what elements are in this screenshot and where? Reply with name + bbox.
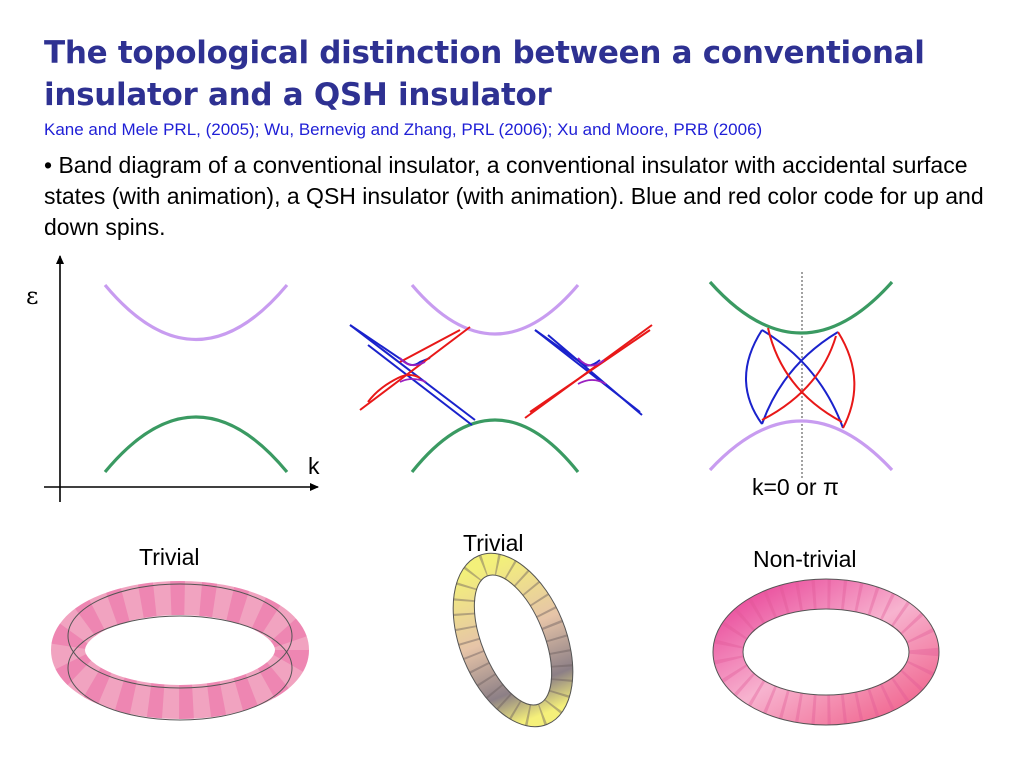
conduction-band bbox=[103, 283, 289, 342]
hybridized-state bbox=[399, 378, 427, 383]
qsh-insulator-panel bbox=[708, 272, 894, 478]
hybridized-state bbox=[577, 379, 607, 385]
momentum-axis-label: k bbox=[308, 453, 320, 479]
trivial-ribbon-left bbox=[51, 581, 309, 721]
hybridized-state bbox=[577, 357, 605, 367]
spin-up-edge-state bbox=[745, 329, 763, 425]
energy-axis-label: ε bbox=[26, 282, 39, 310]
valence-band bbox=[410, 418, 580, 473]
bullet-text: • Band diagram of a conventional insulat… bbox=[44, 152, 984, 240]
time-reversal-point-label: k=0 or π bbox=[752, 474, 839, 500]
ribbon-middle-label: Trivial bbox=[463, 530, 524, 556]
valence-band bbox=[103, 415, 289, 474]
spin-up-surface-state bbox=[547, 334, 643, 416]
spin-down-edge-state bbox=[761, 335, 837, 421]
conventional-insulator-panel bbox=[103, 283, 289, 474]
spin-down-edge-state bbox=[767, 327, 843, 423]
references: Kane and Mele PRL, (2005); Wu, Bernevig … bbox=[44, 120, 763, 139]
ribbon-left-label: Trivial bbox=[139, 544, 200, 570]
spin-up-surface-state bbox=[349, 324, 431, 366]
hybridized-state bbox=[399, 357, 426, 367]
spin-down-surface-state bbox=[399, 329, 461, 363]
spin-up-surface-state bbox=[349, 324, 476, 421]
conduction-band bbox=[708, 419, 894, 472]
spin-up-edge-state bbox=[761, 329, 844, 429]
spin-up-edge-state bbox=[761, 331, 839, 425]
slide-title: The topological distinction between a co… bbox=[44, 35, 925, 113]
spin-down-surface-state bbox=[367, 374, 421, 403]
spin-down-surface-state bbox=[529, 329, 651, 413]
trivial-ribbon-middle bbox=[452, 552, 574, 728]
spin-up-surface-state bbox=[367, 344, 473, 426]
valence-band bbox=[708, 280, 894, 335]
spin-down-edge-state bbox=[837, 331, 856, 429]
conduction-band bbox=[410, 283, 580, 336]
spin-down-surface-state bbox=[359, 326, 471, 411]
accidental-surface-states-panel bbox=[349, 283, 653, 473]
non-trivial-ribbon-right bbox=[712, 578, 940, 726]
ribbon-right-label: Non-trivial bbox=[753, 546, 857, 572]
spin-up-surface-state bbox=[534, 329, 601, 367]
